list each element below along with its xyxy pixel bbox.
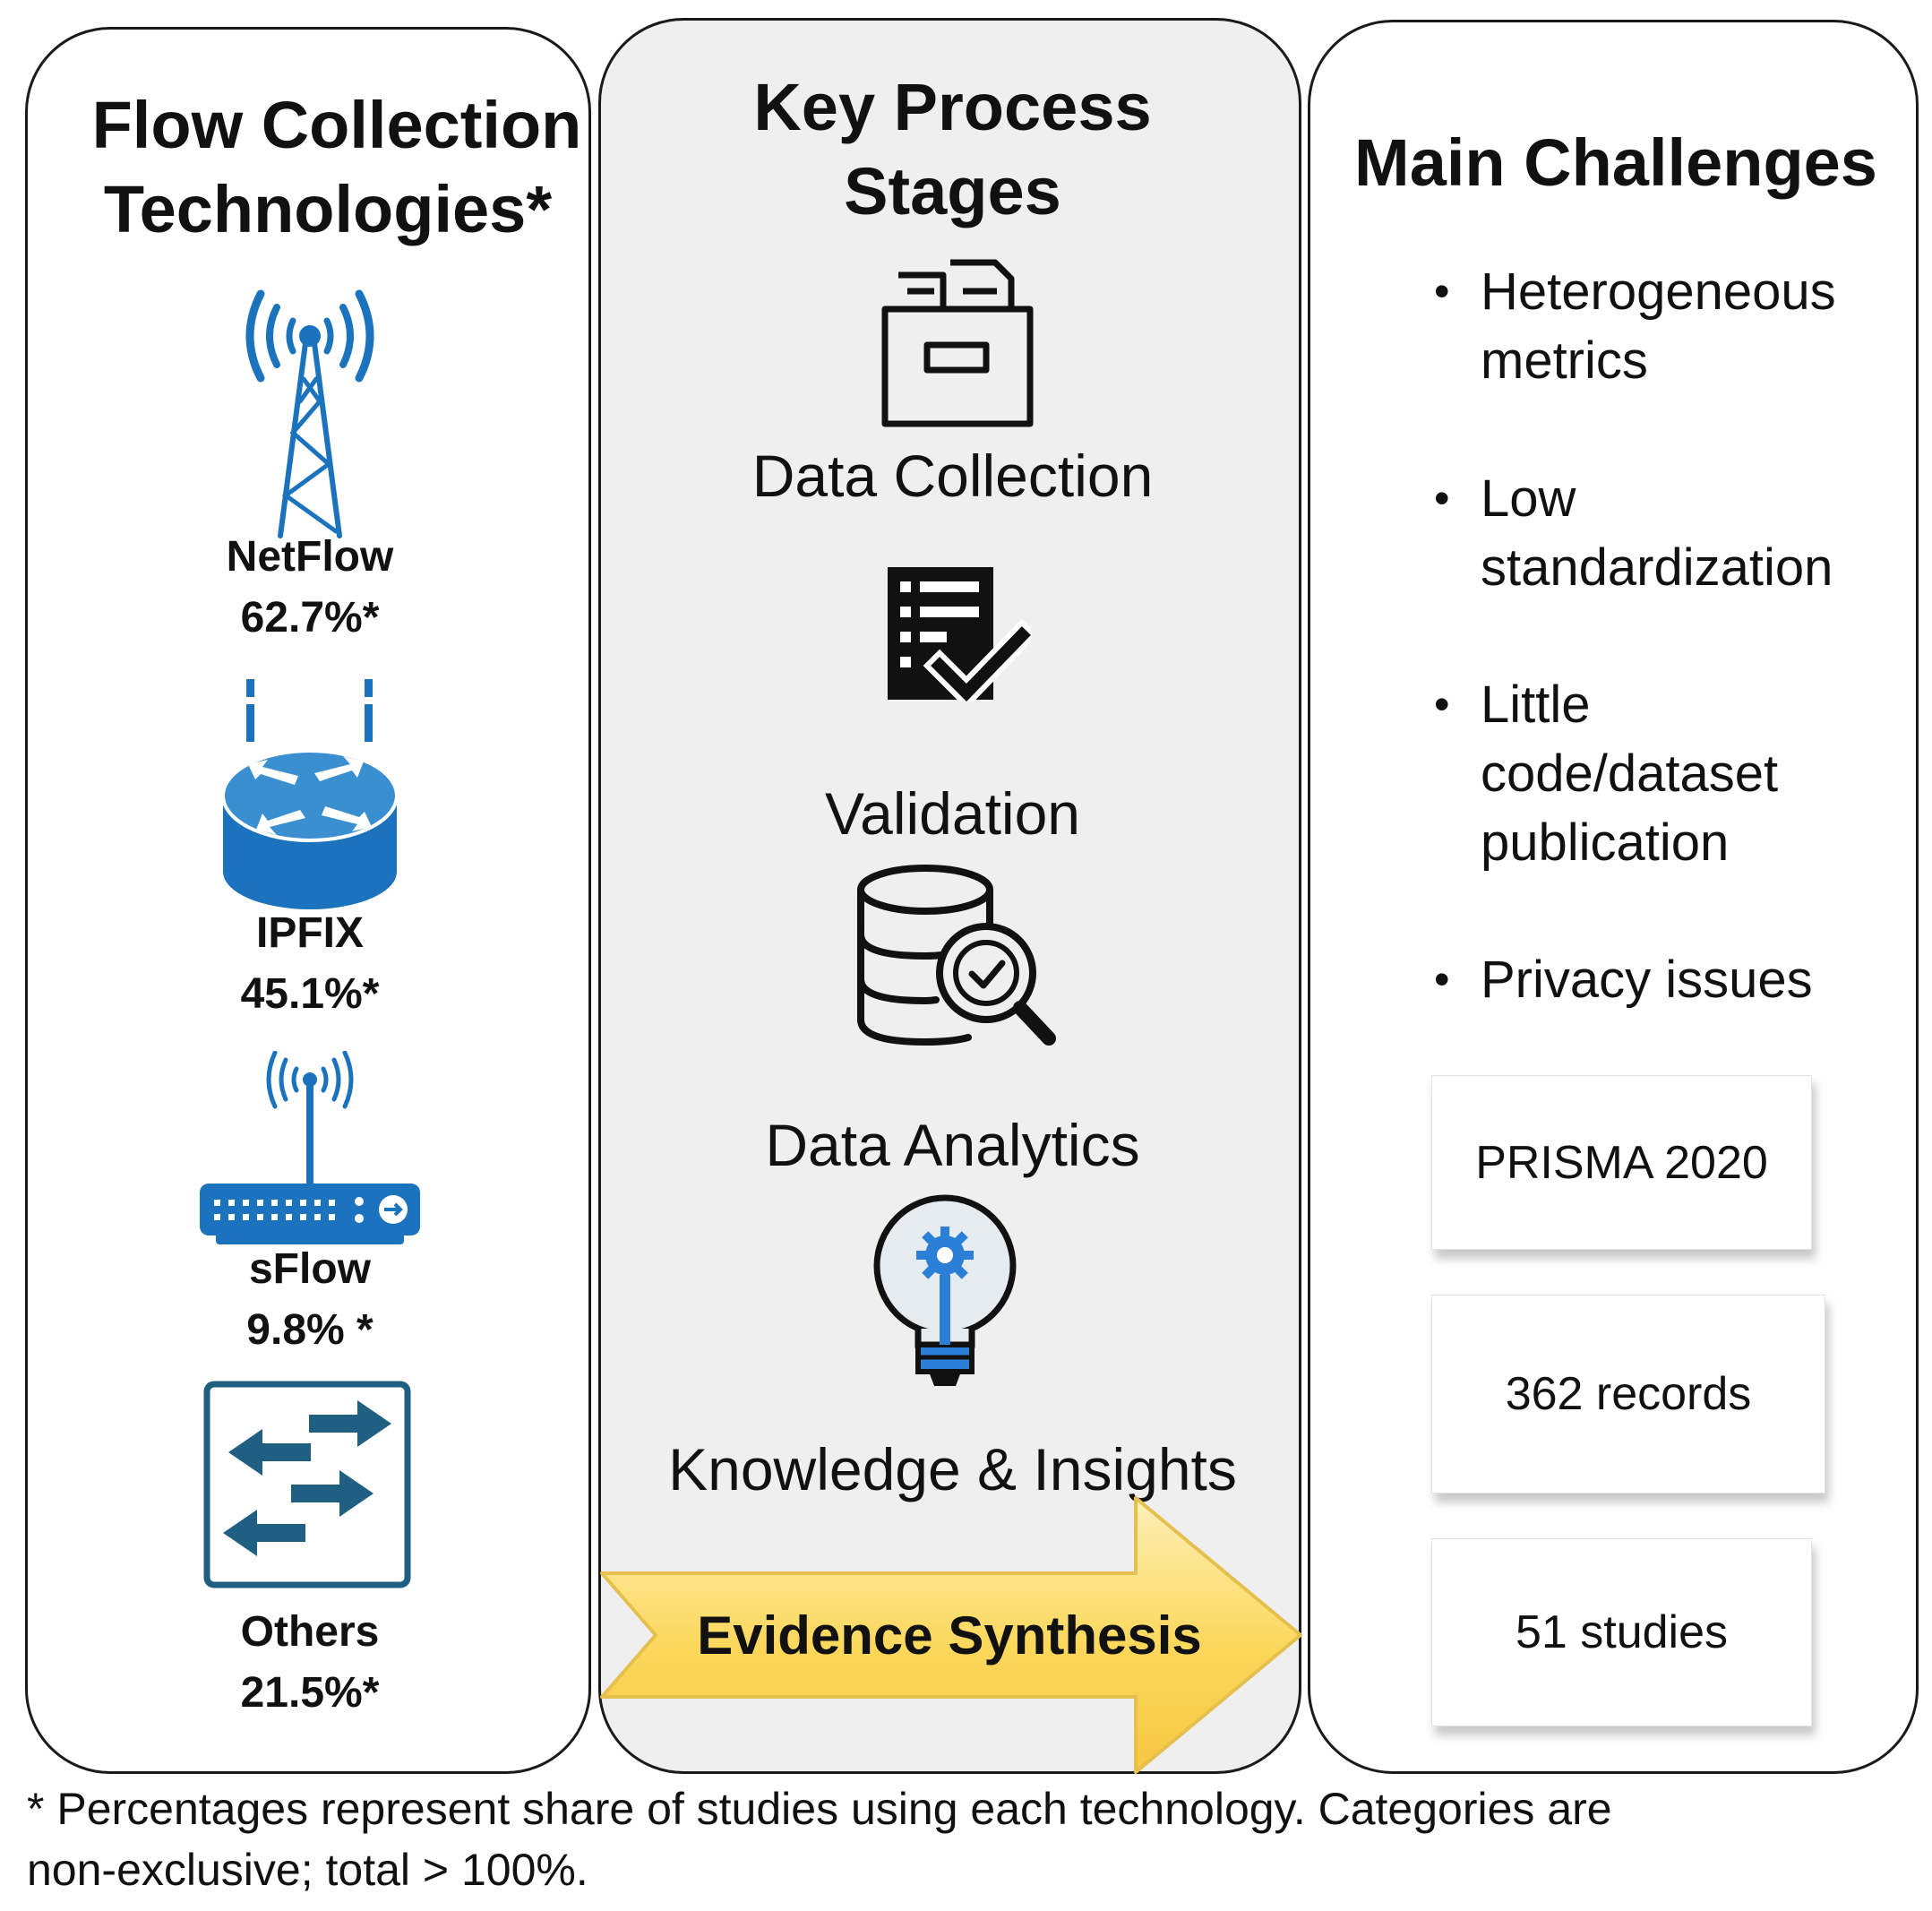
tech-netflow: NetFlow 62.7%* bbox=[122, 527, 498, 649]
flow-technologies-title-line1: Flow Collection bbox=[91, 88, 582, 162]
stage-data-collection: Data Collection bbox=[751, 443, 1154, 509]
challenge-line: code/dataset bbox=[1481, 745, 1779, 803]
process-stages-panel: Key Process Stages Data Collection Valid… bbox=[598, 18, 1301, 1774]
evidence-synthesis-label: Evidence Synthesis bbox=[697, 1605, 1202, 1666]
records-box: 362 records bbox=[1431, 1295, 1825, 1494]
evidence-synthesis-arrow bbox=[600, 1496, 1302, 1774]
tech-netflow-share: 62.7%* bbox=[240, 594, 380, 641]
challenge-line: Heterogeneous bbox=[1481, 263, 1836, 321]
bullet-icon: • bbox=[1434, 266, 1450, 316]
wireless-switch-icon bbox=[200, 1051, 420, 1244]
challenge-line: publication bbox=[1481, 813, 1730, 872]
tech-others: Others 21.5%* bbox=[122, 1602, 498, 1724]
tech-sflow-share: 9.8% * bbox=[246, 1306, 374, 1354]
process-stages-title: Key Process Stages bbox=[601, 65, 1304, 234]
challenge-line: Privacy issues bbox=[1481, 951, 1813, 1009]
stage-data-analytics: Data Analytics bbox=[765, 1112, 1140, 1178]
stage-validation: Validation bbox=[825, 780, 1080, 847]
bullet-icon: • bbox=[1434, 954, 1450, 1004]
process-stages-title-line1: Key Process bbox=[753, 70, 1152, 144]
checklist-icon bbox=[888, 567, 1031, 702]
prisma-box: PRISMA 2020 bbox=[1431, 1075, 1812, 1250]
flow-technologies-panel: Flow Collection Technologies* NetFlow 62… bbox=[25, 27, 591, 1774]
bullet-icon: • bbox=[1434, 679, 1450, 729]
challenge-line: Little bbox=[1481, 676, 1591, 734]
tech-netflow-name: NetFlow bbox=[226, 533, 394, 581]
file-archive-icon bbox=[881, 259, 1034, 427]
main-challenges-panel: Main Challenges • Heterogeneous metrics … bbox=[1308, 20, 1919, 1774]
challenge-item: • Heterogeneous metrics bbox=[1434, 257, 1911, 395]
tech-sflow: sFlow 9.8% * bbox=[122, 1239, 498, 1361]
challenge-line: standardization bbox=[1481, 538, 1833, 597]
database-search-icon bbox=[857, 865, 1056, 1046]
network-switch-icon bbox=[203, 1381, 411, 1588]
challenge-line: Low bbox=[1481, 469, 1576, 528]
challenge-item: • Little code/dataset publication bbox=[1434, 670, 1911, 877]
bullet-icon: • bbox=[1434, 473, 1450, 523]
main-challenges-title: Main Challenges bbox=[1354, 125, 1877, 200]
tech-ipfix-name: IPFIX bbox=[255, 909, 365, 957]
process-stages-title-line2: Stages bbox=[844, 154, 1061, 228]
router-icon bbox=[221, 679, 399, 909]
footnote-line1: * Percentages represent share of studies… bbox=[27, 1784, 1612, 1834]
flow-technologies-title-line2: Technologies* bbox=[103, 172, 553, 246]
challenge-item: • Low standardization bbox=[1434, 464, 1911, 602]
flow-technologies-title: Flow Collection Technologies* bbox=[28, 83, 646, 252]
tech-ipfix: IPFIX 45.1%* bbox=[122, 903, 498, 1025]
cell-tower-icon bbox=[245, 289, 374, 538]
tech-others-name: Others bbox=[240, 1608, 380, 1656]
stage-knowledge-insights: Knowledge & Insights bbox=[668, 1436, 1237, 1502]
tech-ipfix-share: 45.1%* bbox=[240, 970, 380, 1018]
studies-box: 51 studies bbox=[1431, 1538, 1812, 1726]
challenge-item: • Privacy issues bbox=[1434, 945, 1911, 1014]
footnote-line2: non-exclusive; total > 100%. bbox=[27, 1845, 588, 1895]
tech-others-share: 21.5%* bbox=[240, 1669, 380, 1717]
challenge-line: metrics bbox=[1481, 331, 1648, 390]
lightbulb-gear-icon bbox=[873, 1194, 1017, 1386]
tech-sflow-name: sFlow bbox=[248, 1245, 371, 1293]
footnote: * Percentages represent share of studies… bbox=[27, 1778, 1908, 1900]
